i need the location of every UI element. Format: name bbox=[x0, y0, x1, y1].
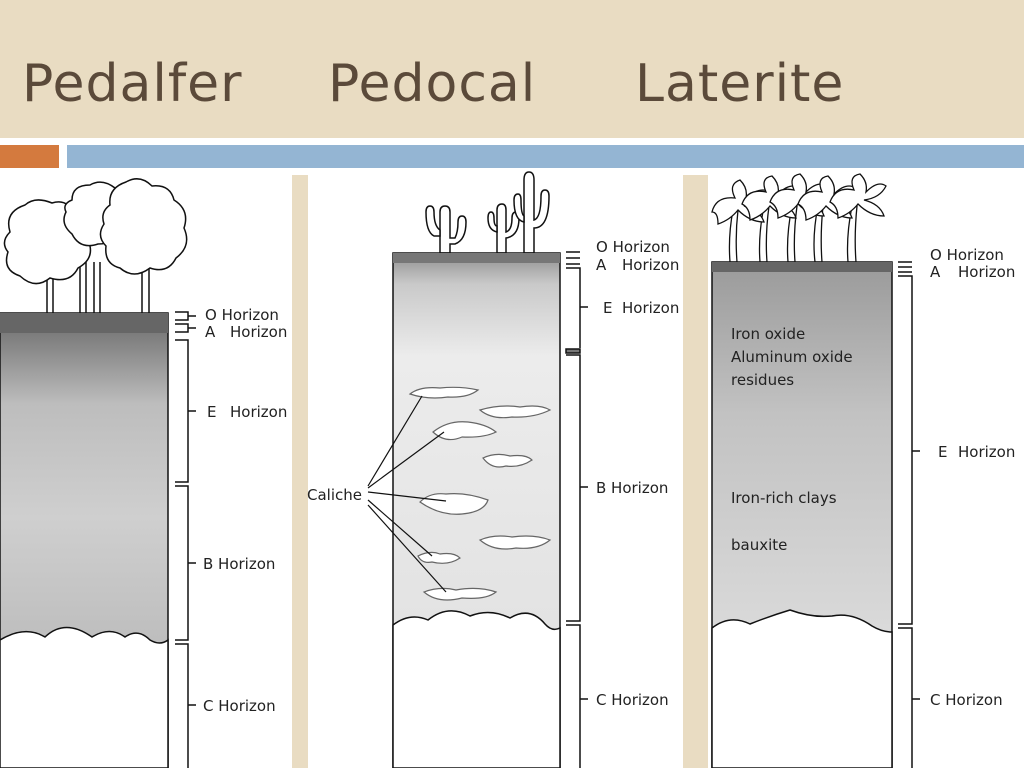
laterite-note-1: Iron oxide bbox=[731, 325, 805, 343]
pedalfer-c-label: C Horizon bbox=[203, 697, 276, 715]
laterite-o-layer bbox=[712, 262, 892, 272]
cactus-icon bbox=[425, 171, 550, 254]
title-bar: Pedalfer Pedocal Laterite bbox=[0, 0, 1024, 138]
accent-bar-blue bbox=[67, 145, 1024, 168]
laterite-e-label-2: Horizon bbox=[958, 443, 1015, 461]
title-pedocal: Pedocal bbox=[328, 54, 537, 114]
pedocal-a-label: A bbox=[596, 256, 607, 274]
laterite-note-4: Iron-rich clays bbox=[731, 489, 837, 507]
pedocal-a-label-2: Horizon bbox=[622, 256, 679, 274]
divider-band-1 bbox=[292, 175, 308, 768]
laterite-horizon-brackets bbox=[898, 261, 920, 768]
pedocal-horizon-brackets bbox=[565, 251, 588, 768]
pedocal-o-layer bbox=[393, 253, 560, 263]
pedalfer-horizon-brackets bbox=[175, 311, 196, 768]
pedocal-c-label: C Horizon bbox=[596, 691, 669, 709]
title-pedalfer: Pedalfer bbox=[22, 54, 243, 114]
laterite-bedrock bbox=[711, 609, 893, 768]
laterite-profile: Iron oxide Aluminum oxide residues Iron-… bbox=[711, 173, 1015, 768]
caliche-pointer-lines bbox=[367, 395, 447, 593]
divider-band-2 bbox=[683, 175, 708, 768]
pedalfer-bedrock bbox=[0, 626, 169, 768]
laterite-a-label-2: Horizon bbox=[958, 263, 1015, 281]
pedocal-bedrock bbox=[392, 610, 561, 768]
deciduous-trees-icon bbox=[3, 178, 188, 313]
laterite-o-label: O Horizon bbox=[930, 246, 1004, 264]
pedalfer-a-label-2: Horizon bbox=[230, 323, 287, 341]
pedocal-e-label-2: Horizon bbox=[622, 299, 679, 317]
pedocal-profile: Caliche O Horizon A Horizon E Horizon B … bbox=[307, 171, 679, 768]
caliche-nodules bbox=[408, 386, 552, 601]
laterite-note-2: Aluminum oxide bbox=[731, 348, 853, 366]
pedocal-b-label: B Horizon bbox=[596, 479, 668, 497]
pedalfer-a-label: A bbox=[205, 323, 216, 341]
pedalfer-e-label-2: Horizon bbox=[230, 403, 287, 421]
pedalfer-e-label: E bbox=[207, 403, 216, 421]
laterite-a-label: A bbox=[930, 263, 941, 281]
accent-bar-orange bbox=[0, 145, 59, 168]
pedocal-o-label: O Horizon bbox=[596, 238, 670, 256]
pedalfer-o-label: O Horizon bbox=[205, 306, 279, 324]
pedalfer-profile: O Horizon A Horizon E Horizon B Horizon … bbox=[0, 178, 287, 768]
soil-profiles-diagram: O Horizon A Horizon E Horizon B Horizon … bbox=[0, 171, 1015, 768]
pedocal-e-label: E bbox=[603, 299, 612, 317]
laterite-note-5: bauxite bbox=[731, 536, 787, 554]
pedalfer-o-layer bbox=[0, 313, 168, 333]
title-laterite: Laterite bbox=[635, 54, 845, 114]
laterite-note-3: residues bbox=[731, 371, 794, 389]
laterite-e-label: E bbox=[938, 443, 947, 461]
laterite-c-label: C Horizon bbox=[930, 691, 1003, 709]
palm-trees-icon bbox=[711, 173, 887, 263]
pedalfer-b-label: B Horizon bbox=[203, 555, 275, 573]
caliche-label: Caliche bbox=[307, 486, 362, 504]
